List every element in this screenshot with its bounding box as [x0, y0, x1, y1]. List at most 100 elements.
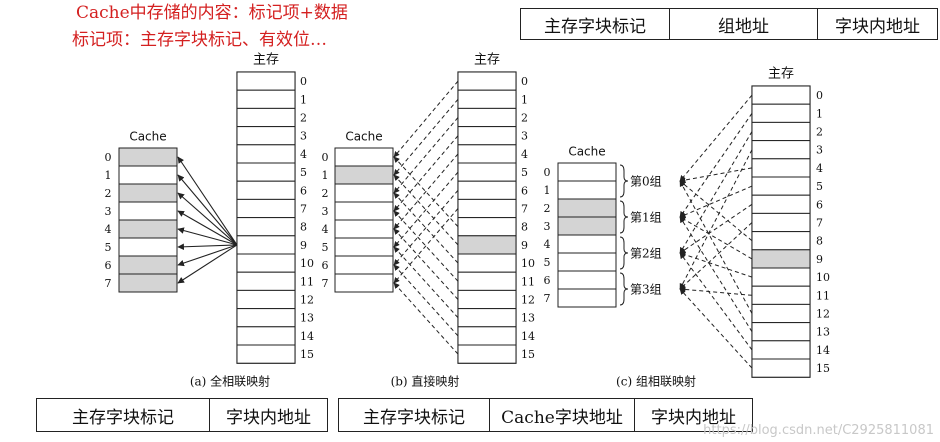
- memory-block-1-15: [457, 344, 517, 364]
- mapping-arrow-a-1: [177, 174, 238, 246]
- memory-block-number: 1: [816, 107, 823, 120]
- mapping-arrow-c-9: [679, 216, 753, 260]
- memory-block-number: 6: [521, 184, 528, 197]
- field-memory-block-tag: 主存字块标记: [544, 16, 646, 37]
- mapping-arrow-b-9: [393, 174, 459, 246]
- cache-line-number: 0: [105, 151, 112, 164]
- memory-block-number: 10: [300, 257, 314, 270]
- memory-block-0-4: [236, 144, 296, 164]
- memory-block-0-3: [236, 126, 296, 146]
- cache-line-0-7: [118, 273, 178, 293]
- memory-block-2-6: [751, 194, 811, 214]
- memory-block-0-0: [236, 71, 296, 91]
- memory-block-2-5: [751, 176, 811, 196]
- mapping-arrow-b-5: [393, 171, 459, 248]
- cache-line-number: 7: [544, 292, 551, 305]
- memory-block-2-12: [751, 303, 811, 324]
- field-group-address: 组地址: [669, 9, 817, 39]
- memory-block-1-8: [457, 217, 517, 237]
- memory-block-number: 11: [521, 275, 535, 288]
- cache-line-1-7: [334, 273, 394, 293]
- memory-block-1-12: [457, 289, 517, 310]
- group-label-2: 第2组: [630, 247, 662, 261]
- group-brace-2: [619, 236, 629, 270]
- memory-block-2-11: [751, 285, 811, 305]
- cache-line-2-6: [557, 270, 617, 290]
- memory-block-2-7: [751, 212, 811, 233]
- memory-block-0-15: [236, 344, 296, 364]
- memory-block-1-5: [457, 162, 517, 182]
- cache-line-number: 6: [322, 259, 329, 272]
- memory-block-1-2: [457, 107, 517, 128]
- cache-line-0-3: [118, 201, 178, 221]
- memory-block-0-9: [236, 235, 296, 255]
- memory-block-number: 5: [521, 166, 528, 179]
- mapping-arrow-c-7: [679, 222, 753, 290]
- memory-block-2-10: [751, 267, 811, 287]
- mapping-arrow-a-4: [177, 227, 238, 246]
- memory-block-2-13: [751, 322, 811, 342]
- memory-block-number: 13: [521, 312, 535, 325]
- mapping-arrow-b-8: [393, 156, 459, 228]
- cache-line-number: 3: [322, 205, 329, 218]
- memory-block-number: 8: [521, 221, 528, 234]
- memory-block-2-3: [751, 140, 811, 160]
- mapping-arrow-b-13: [393, 246, 459, 319]
- main-memory-label: 主存: [768, 67, 794, 82]
- memory-block-1-13: [457, 308, 517, 328]
- cache-line-2-0: [557, 162, 617, 182]
- memory-block-number: 2: [816, 126, 823, 139]
- mapping-arrow-c-0: [679, 94, 753, 182]
- mapping-arrow-c-11: [679, 286, 753, 296]
- mapping-arrow-b-11: [393, 210, 459, 282]
- cache-line-number: 3: [544, 220, 551, 233]
- caption-set-associative: (c) 组相联映射: [616, 374, 696, 389]
- caption-fully-associative: (a) 全相联映射: [190, 374, 270, 389]
- memory-block-number: 7: [300, 203, 307, 216]
- mapping-arrow-b-14: [393, 264, 459, 337]
- memory-block-number: 10: [816, 271, 830, 284]
- cache-line-0-5: [118, 237, 178, 257]
- cache-line-1-3: [334, 201, 394, 221]
- memory-block-number: 8: [816, 235, 823, 248]
- cache-line-2-3: [557, 216, 617, 236]
- memory-block-0-10: [236, 253, 296, 273]
- mapping-arrow-c-1: [679, 113, 753, 218]
- memory-block-2-0: [751, 85, 811, 105]
- memory-block-number: 12: [816, 308, 830, 321]
- memory-block-0-5: [236, 162, 296, 182]
- mapping-arrow-b-10: [393, 192, 459, 264]
- memory-block-number: 9: [816, 253, 823, 266]
- mapping-arrow-b-15: [393, 282, 459, 355]
- memory-block-number: 1: [521, 93, 528, 106]
- memory-block-number: 0: [816, 89, 823, 102]
- memory-block-number: 0: [300, 75, 307, 88]
- cache-line-2-1: [557, 180, 617, 200]
- cache-line-number: 5: [544, 256, 551, 269]
- cache-line-number: 3: [105, 205, 112, 218]
- caption-direct-mapped: (b) 直接映射: [391, 374, 460, 389]
- memory-block-0-8: [236, 217, 296, 237]
- cache-line-number: 5: [105, 241, 112, 254]
- memory-block-0-14: [236, 326, 296, 346]
- mapping-arrow-b-2: [393, 117, 459, 194]
- cache-line-number: 2: [105, 187, 112, 200]
- cache-line-number: 2: [322, 187, 329, 200]
- group-brace-3: [619, 272, 629, 306]
- address-format-fully-associative: 主存字块标记 字块内地址: [36, 398, 328, 432]
- mapping-arrow-b-4: [393, 153, 459, 230]
- watermark: https://blog.csdn.net/C2925811081: [703, 423, 934, 438]
- memory-block-number: 2: [300, 112, 307, 125]
- mapping-arrow-c-6: [679, 203, 753, 254]
- memory-block-number: 3: [816, 144, 823, 157]
- memory-block-number: 14: [816, 344, 830, 357]
- mapping-arrow-b-3: [393, 135, 459, 212]
- group-label-0: 第0组: [630, 175, 662, 189]
- main-memory-label: 主存: [253, 53, 279, 68]
- mapping-arrow-a-2: [177, 192, 238, 246]
- cache-line-0-2: [118, 183, 178, 203]
- cache-line-number: 6: [544, 274, 551, 287]
- memory-block-number: 15: [816, 362, 830, 375]
- cache-line-1-2: [334, 183, 394, 203]
- memory-block-number: 11: [816, 289, 830, 302]
